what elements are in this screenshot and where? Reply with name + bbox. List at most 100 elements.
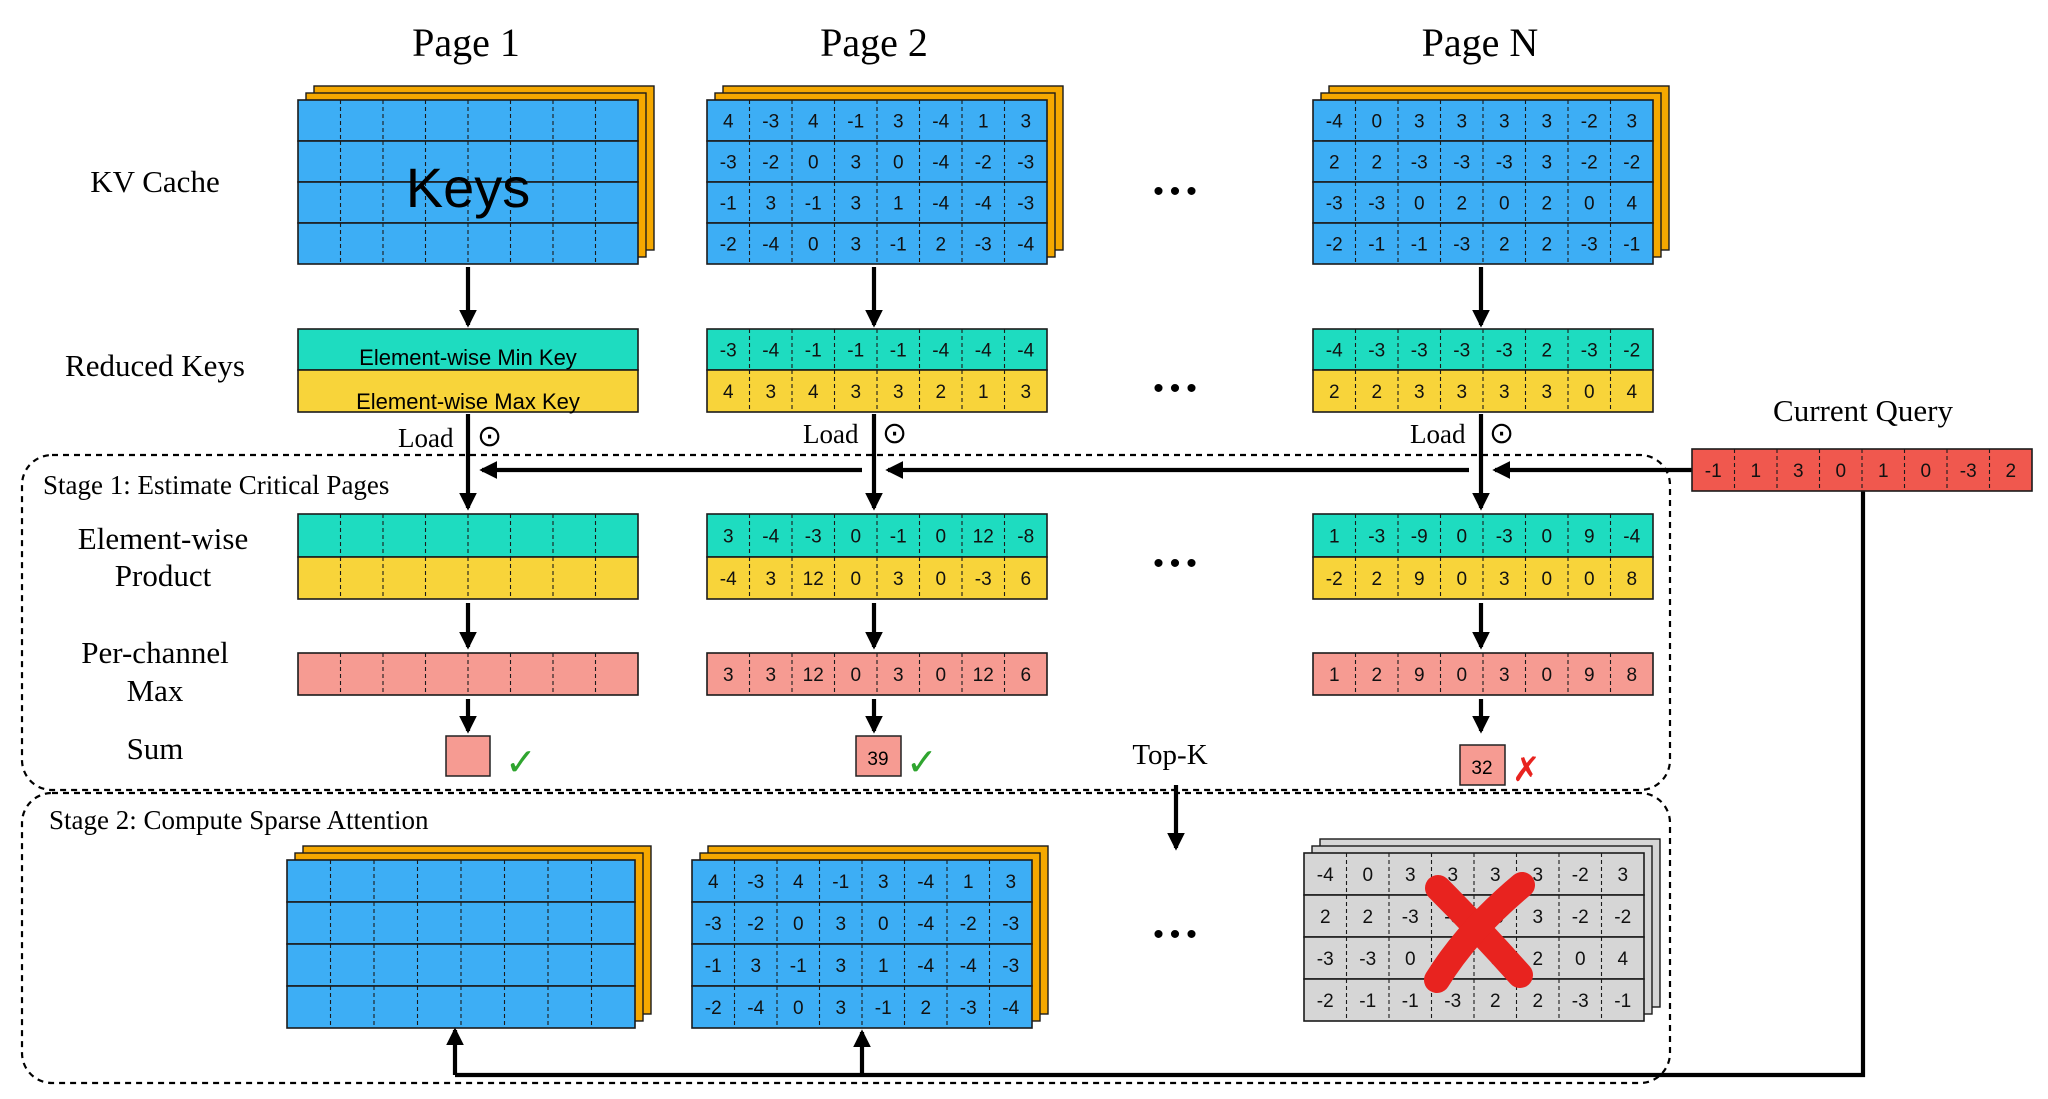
- channel-max-strip-pagen-cell: 0: [1456, 665, 1467, 686]
- min-key-strip-pagen-cell: -3: [1581, 341, 1598, 362]
- min-key-strip-page1: [297, 328, 639, 371]
- channel-max-strip-pagen-cell: 9: [1584, 665, 1595, 686]
- attention-stack-pagen-row-cell: 3: [1617, 865, 1628, 886]
- attention-stack-pagen-row-cell: 0: [1575, 949, 1586, 970]
- kv-stack-page1-row: [297, 181, 639, 224]
- kv-stack-pagen-row-cell: 2: [1541, 235, 1552, 256]
- per-channel-max-label-line1: Per-channel: [81, 635, 228, 670]
- flow-arrows: [446, 267, 1866, 1078]
- product-min-strip-pagen-cell: 0: [1456, 527, 1467, 548]
- kv-stack-pagen-row-cell: -3: [1368, 194, 1385, 215]
- current-query-strip-cell: -3: [1960, 461, 1977, 482]
- kv-stack-page2-row-cell: -1: [720, 194, 737, 215]
- channel-max-strip-page2-cell: 0: [935, 665, 946, 686]
- kv-stack-page2-row-cell: 3: [850, 235, 861, 256]
- channel-max-strip-page2-cell: 3: [765, 665, 776, 686]
- current-query-strip-cell: 0: [1835, 461, 1846, 482]
- attention-stack-page2-row-cell: 4: [793, 872, 804, 893]
- kv-stack-pagen-row-cell: -3: [1453, 153, 1470, 174]
- product-min-strip-pagen-cell: 0: [1541, 527, 1552, 548]
- kv-stack-page2-row-bg: [706, 140, 1048, 183]
- min-key-strip-pagen-cell: -3: [1453, 341, 1470, 362]
- attention-stack-pagen-row-cell: -3: [1317, 949, 1334, 970]
- kv-stack-page1-row-bg: [297, 181, 639, 224]
- kv-stack-pagen-row-cell: -1: [1411, 235, 1428, 256]
- attention-stack-pagen-row-cell: -2: [1572, 865, 1589, 886]
- max-key-strip-pagen-cell: 0: [1584, 382, 1595, 403]
- kv-stack-pagen-row-cell: 0: [1499, 194, 1510, 215]
- kv-cache-label: KV Cache: [90, 164, 219, 199]
- max-key-strip-page1: [297, 369, 639, 413]
- kv-stack-pagen-row-cell: -4: [1326, 112, 1343, 133]
- ellipsis-kv: •••: [1153, 175, 1203, 208]
- product-max-strip-page2-cell: -3: [975, 569, 992, 590]
- attention-stack-page2-row-cell: -3: [1002, 956, 1019, 977]
- kv-stack-page2-row-bg: [706, 222, 1048, 265]
- product-min-strip-page2-cell: -3: [805, 527, 822, 548]
- attention-stack-pagen-row-cell: 2: [1362, 907, 1373, 928]
- kv-stack-page2-row-cell: -3: [1017, 194, 1034, 215]
- kv-stack-page2-row-cell: 3: [765, 194, 776, 215]
- min-key-strip-page2-cell: -4: [932, 341, 949, 362]
- kv-stack-pagen-row-bg: [1312, 181, 1654, 224]
- kv-stack-pagen-row-cell: 2: [1371, 153, 1382, 174]
- kv-stack-page2-row-cell: -3: [1017, 153, 1034, 174]
- min-key-strip-page2-cell: -1: [890, 341, 907, 362]
- kv-stack-page1-row-bg: [297, 99, 639, 142]
- kv-stack-pagen-row-cell: 3: [1626, 112, 1637, 133]
- attention-stack-page2-row-cell: -3: [747, 872, 764, 893]
- product-min-strip-pagen-cell: -4: [1623, 527, 1640, 548]
- kv-stack-page2-row-cell: -3: [720, 153, 737, 174]
- kv-stack-page2-row-cell: 4: [808, 112, 819, 133]
- sum-box-page1: [445, 735, 491, 777]
- max-key-strip-page2-cell: 3: [765, 382, 776, 403]
- product-min-strip-page1: [297, 513, 639, 558]
- kv-stack-pagen-row-cell: -3: [1326, 194, 1343, 215]
- attention-stack-page2-row-cell: 3: [835, 956, 846, 977]
- product-min-strip-page2-cell: -1: [890, 527, 907, 548]
- min-key-strip-pagen-bg: [1312, 328, 1654, 371]
- kv-stack-pagen-row-cell: 2: [1456, 194, 1467, 215]
- kv-stack-page1-row-bg: [297, 222, 639, 265]
- attention-stack-page2-row-cell: -3: [705, 914, 722, 935]
- attention-stack-pagen-row-cell: 3: [1405, 865, 1416, 886]
- min-key-strip-pagen-cell: -4: [1326, 341, 1343, 362]
- attention-stack-page2-row-cell: -1: [705, 956, 722, 977]
- attention-stack-pagen-row-cell: -3: [1402, 907, 1419, 928]
- sum-value-page2: 39: [867, 749, 888, 770]
- current-query-strip-cell: 2: [2005, 461, 2016, 482]
- attention-stack-pagen-row-cell: 3: [1447, 865, 1458, 886]
- kv-stack-pagen-row-cell: 0: [1371, 112, 1382, 133]
- attention-stack-pagen-row-cell: 4: [1617, 949, 1628, 970]
- product-max-strip-pagen-cell: -2: [1326, 569, 1343, 590]
- kv-stack-page2-row-cell: -4: [762, 235, 779, 256]
- kv-stack-page2-row-cell: -2: [762, 153, 779, 174]
- kv-stack-page2-row-bg: [706, 99, 1048, 142]
- attention-stack-page1-row: [286, 943, 636, 987]
- kv-stack-page2-row-cell: -4: [932, 153, 949, 174]
- max-key-strip-pagen-cell: 3: [1456, 382, 1467, 403]
- elementwise-product-label-line2: Product: [115, 558, 212, 593]
- max-key-strip-pagen-cell: 3: [1541, 382, 1552, 403]
- kv-stack-pagen-row-cell: -2: [1326, 235, 1343, 256]
- kv-stack-page2-row-cell: 3: [850, 194, 861, 215]
- ellipsis-reduced: •••: [1153, 372, 1203, 405]
- stage-1-title: Stage 1: Estimate Critical Pages: [43, 470, 389, 500]
- attention-stack-pagen-row-cell: 2: [1532, 991, 1543, 1012]
- attention-stack-page2-row-cell: -4: [960, 956, 977, 977]
- product-min-strip-page2-cell: 12: [973, 527, 994, 548]
- attention-stack-page2-row-cell: 0: [793, 998, 804, 1019]
